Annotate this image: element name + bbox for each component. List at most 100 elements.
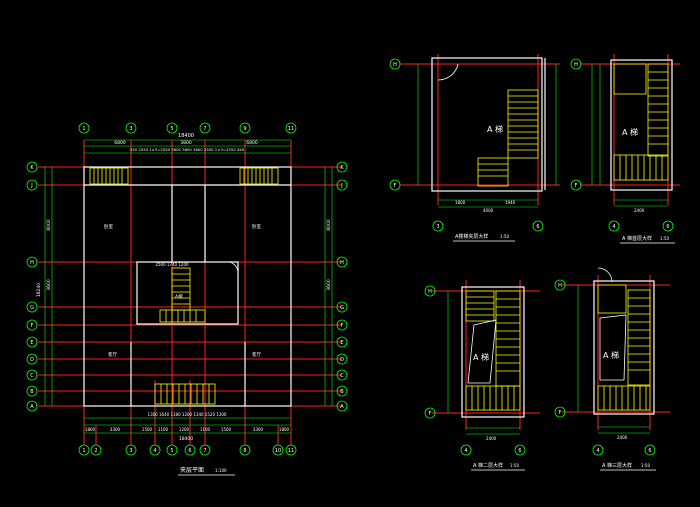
detail4-dim-total: 2400 [617,435,628,440]
detail2-dim-total: 2400 [634,208,645,213]
room-label-bedroom-left: 卧室 [104,223,113,230]
axis-top-3: 3 [129,126,132,132]
detail3-axis-H: H [428,289,432,295]
dim-right-3: 3600 [326,279,332,291]
detail1-axis-6: 6 [536,224,539,230]
axis-bottom-1: 1 [82,448,85,454]
walls [83,166,292,407]
axis-top-5: 5 [170,126,173,132]
axis-left-D: D [30,357,34,363]
dim-bottom-1: 1800 [85,427,96,432]
detail1-axis-bubbles [389,58,544,232]
axis-bottom-11: 11 [288,448,294,454]
detail2-dims [591,64,668,207]
room-label-stair: A梯 [175,293,183,300]
dim-left-total: 18240 [36,283,42,297]
bottom-axis-bubbles [78,444,297,456]
dim-inner: 2500 1740 1200 [155,262,189,267]
axis-top-1: 1 [82,126,85,132]
dim-left-3: 3600 [46,279,52,291]
axis-right-E: E [340,340,343,346]
detail4-label: A 梯 [603,350,619,360]
dim-top-mid-1: 6800 [114,140,126,146]
detail1-scale: 1:50 [500,234,509,239]
dim-right-2: 8000 [326,219,332,231]
stairs-main [89,167,279,405]
detail-4: A 梯 2400 H F 4 6 A 梯三层大样 1:50 [554,267,670,471]
axis-left-H: H [30,260,34,266]
dim-bottom-4: 1100 [158,427,169,432]
detail1-title: A楼梯夹层大样 [455,233,488,240]
detail1-walls [431,57,546,192]
dim-bottom-9: 1800 [279,427,290,432]
main-plan-scale: 1:100 [215,468,227,473]
room-label-bedroom-right: 卧室 [252,223,261,230]
detail1-grid [400,54,560,205]
axis-top-11: 11 [288,126,294,132]
axis-bottom-6: 6 [188,448,191,454]
detail4-door-arc [597,267,613,283]
detail1-dim-1: 1800 [455,200,466,205]
axis-bottom-2: 2 [94,448,97,454]
detail4-scale: 1:50 [641,463,650,468]
dim-top-mid-2: 3800 [180,140,192,146]
detail-1: A 梯 1800 1940 4000 H F 3 6 A楼梯夹层大样 1:50 [389,54,560,242]
main-floor-plan: 18400 6800 3800 6800 350 2550 1×3=2550 3… [26,122,348,476]
detail3-title: A 梯二层大样 [473,462,503,469]
door-arc [229,261,239,273]
axis-right-J: J [340,183,342,189]
detail3-walls [461,286,525,418]
detail1-dim-2: 1940 [505,200,516,205]
detail1-stairs [477,89,539,187]
axis-bottom-3: 3 [129,448,132,454]
detail3-landing-outline [467,319,497,384]
detail1-axis-H: H [393,62,397,68]
detail4-dims [577,285,650,434]
detail1-label: A 梯 [487,124,503,134]
detail2-axis-bubbles [570,58,674,232]
dim-top-mid-3: 6800 [246,140,258,146]
detail3-dim-total: 2400 [486,436,497,441]
detail1-axis-3: 3 [436,224,439,230]
room-label-living-right: 客厅 [252,351,261,358]
detail3-axis-6: 6 [518,448,521,454]
left-axis-bubbles [26,161,348,412]
axis-right-B: B [340,389,344,395]
detail4-axis-H: H [558,283,562,289]
axis-right-K: K [340,165,344,171]
detail1-axis-F: F [394,183,397,189]
detail2-label: A 梯 [622,127,638,137]
axis-bottom-4: 4 [153,448,156,454]
dim-bottom-total: 18400 [179,436,193,442]
grid-lines-vertical [83,140,292,445]
dim-bottom-5: 1200 [179,427,190,432]
room-label-living-left: 客厅 [108,351,117,358]
detail3-scale: 1:50 [510,463,519,468]
detail2-axis-F: F [575,183,578,189]
detail2-title: A 梯首层大样 [622,235,652,242]
detail4-landing-outline [599,314,627,381]
axis-right-H: H [340,260,344,266]
detail2-walls [610,59,673,191]
detail2-scale: 1:50 [660,236,669,241]
detail4-axis-F: F [559,410,562,416]
axis-right-C: C [340,373,344,379]
detail2-stairs [613,63,669,181]
detail4-axis-bubbles [554,279,656,456]
detail-2: A 梯 2400 H F 4 6 A 梯首层大样 1:50 [570,54,680,244]
detail2-axis-4: 4 [612,224,615,230]
detail1-door-arc [437,63,459,81]
dim-bottom-3: 1500 [142,427,153,432]
detail4-axis-4: 4 [596,448,599,454]
axis-left-E: E [30,340,33,346]
axis-left-A: A [30,404,34,410]
axis-left-C: C [30,373,34,379]
dim-bottom-6: 1100 [200,427,211,432]
axis-top-9: 9 [243,126,246,132]
detail4-walls [593,280,655,415]
dim-top-detail: 350 2550 1×3=2550 3600 3600 3600 2550 1×… [130,147,245,152]
top-axis-bubbles [78,122,297,134]
axis-right-G: G [340,305,344,311]
